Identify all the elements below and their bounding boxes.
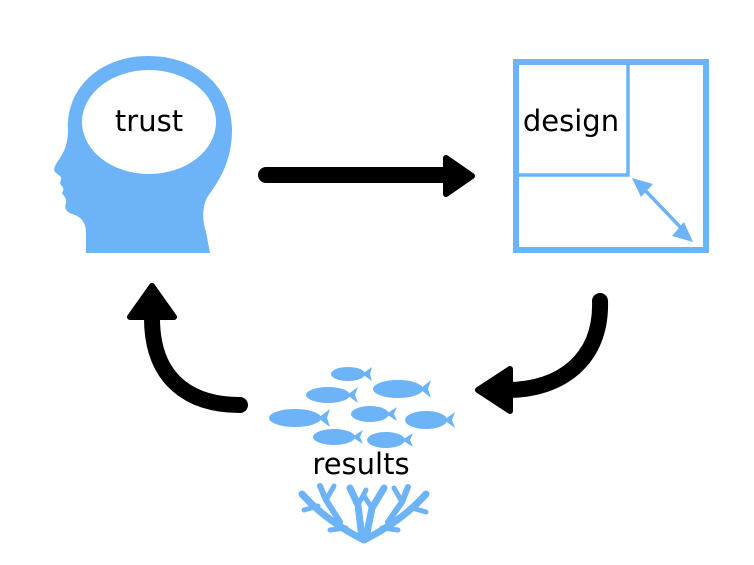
arrow-head-icon (443, 155, 475, 197)
thought-bubble (82, 70, 216, 174)
coral-icon (298, 483, 430, 544)
results-node: results (269, 367, 455, 544)
outer-square (513, 59, 709, 253)
fish-icon (313, 429, 363, 445)
arrow-shaft (144, 310, 248, 413)
resize-arrow-shaft (640, 185, 686, 233)
node-label-design: design (523, 104, 619, 138)
resizing-squares-icon (513, 59, 709, 253)
arrow-head-icon (127, 283, 177, 320)
trust-node: trust (54, 56, 232, 253)
arrow-trust-to-design (258, 155, 475, 197)
fish-icon (306, 387, 358, 403)
fish-icon (367, 432, 413, 448)
fish-icon (373, 380, 431, 398)
design-node: design (513, 59, 709, 253)
fish-icon (405, 411, 455, 429)
fish-school-icon (269, 367, 455, 448)
resize-arrow-head-bottomright (672, 222, 693, 242)
resize-arrow-head-topleft (632, 178, 653, 197)
arrow-shaft (500, 293, 609, 398)
fish-icon (269, 409, 330, 427)
node-label-results: results (312, 447, 409, 481)
arrow-design-to-results (475, 293, 609, 414)
fish-icon (331, 367, 372, 381)
arrow-head-icon (475, 366, 513, 414)
inner-square (516, 62, 630, 177)
node-label-trust: trust (115, 104, 183, 138)
fish-icon (351, 406, 397, 422)
arrow-results-to-trust (127, 283, 248, 413)
